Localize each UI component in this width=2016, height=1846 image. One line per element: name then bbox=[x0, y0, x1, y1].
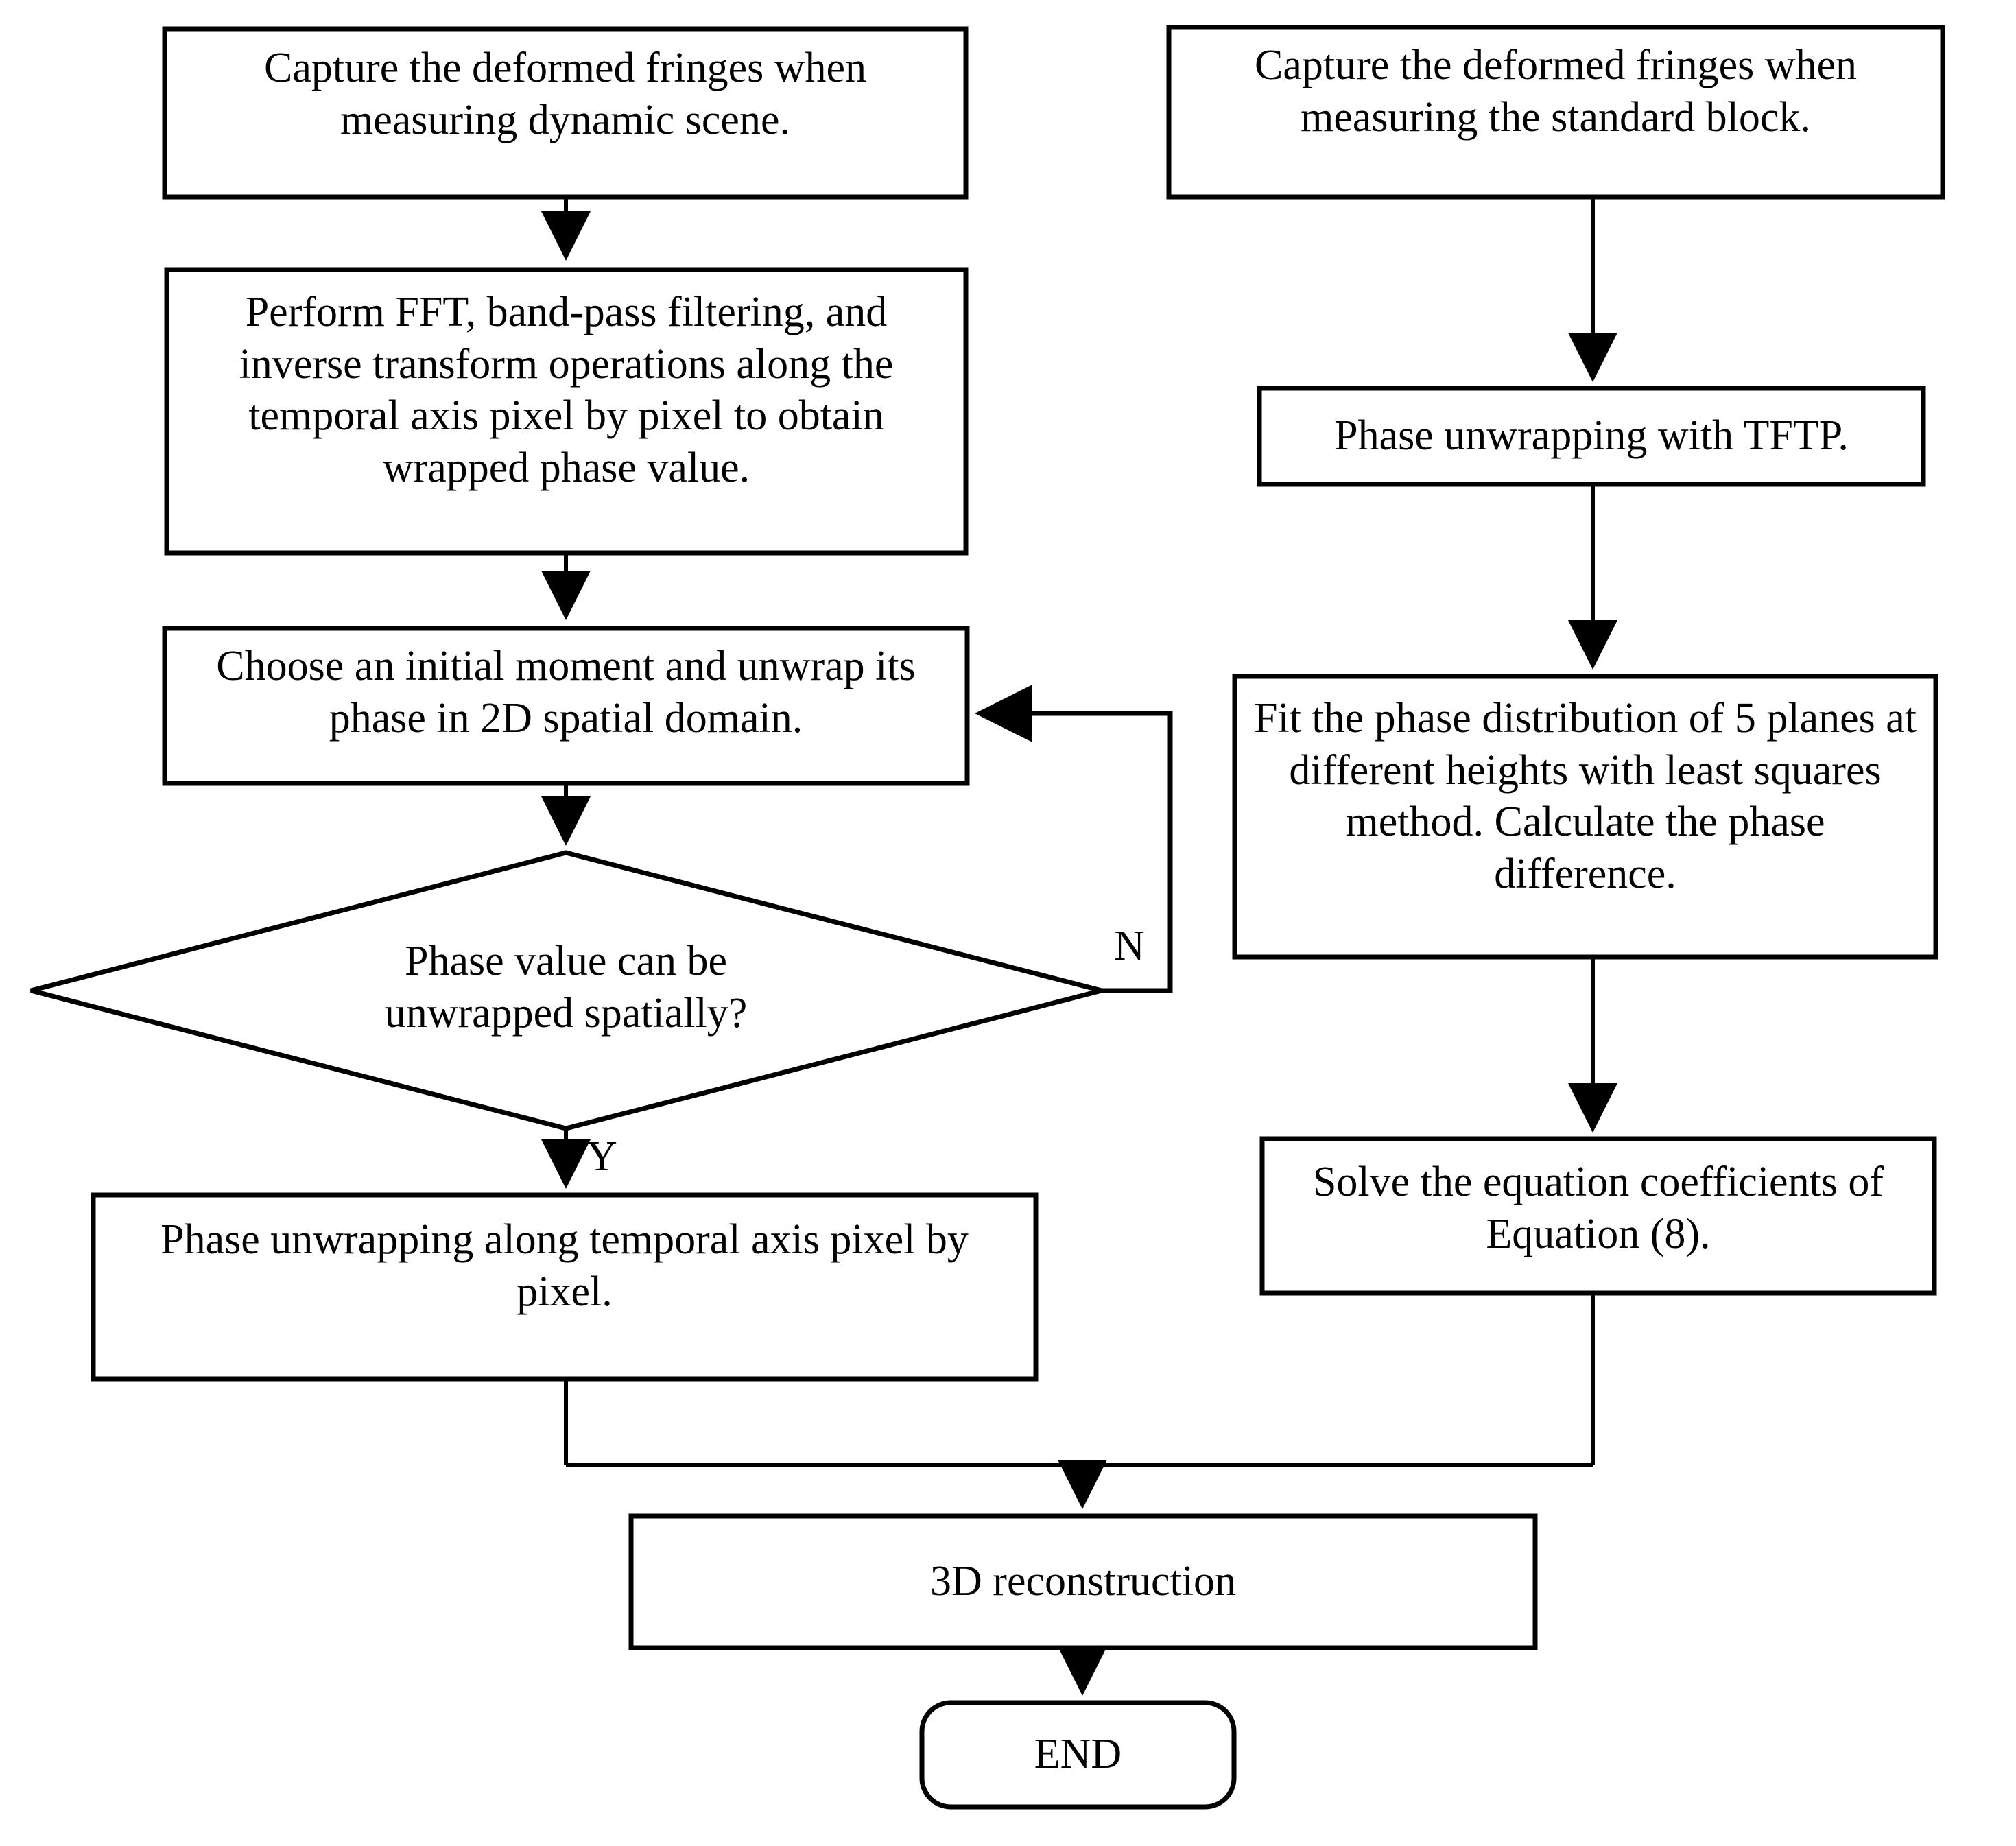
node-perform-fft bbox=[164, 267, 969, 556]
node-capture-dynamic-scene bbox=[162, 26, 969, 200]
node-temporal-phase-unwrapping bbox=[91, 1192, 1039, 1382]
node-end-terminator bbox=[919, 1700, 1237, 1810]
node-phase-unwrapping-tftp bbox=[1257, 386, 1926, 487]
edge-label-yes: Y bbox=[586, 1133, 617, 1180]
node-phase-unwrappable-decision bbox=[30, 850, 1102, 1131]
node-solve-equation-coefficients bbox=[1259, 1136, 1937, 1296]
edge-decision-no-feedback bbox=[975, 685, 1173, 993]
node-fit-phase-distribution bbox=[1232, 674, 1938, 960]
edge-label-no: N bbox=[1114, 923, 1145, 969]
node-choose-initial-moment bbox=[162, 626, 970, 786]
node-capture-standard-block bbox=[1166, 25, 1945, 200]
node-3d-reconstruction bbox=[628, 1513, 1538, 1650]
